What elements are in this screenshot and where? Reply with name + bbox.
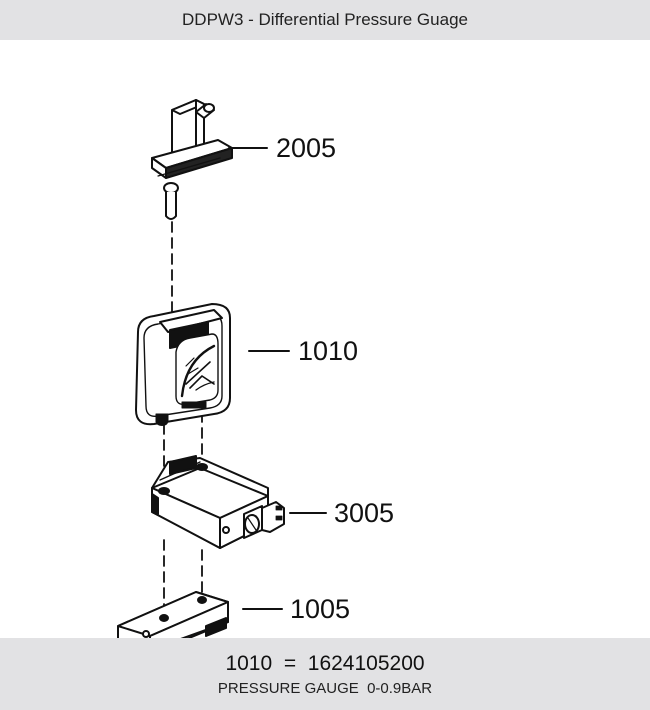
selected-part-description: PRESSURE GAUGE 0-0.9BAR	[217, 680, 433, 697]
part-3005-base-manifold[interactable]	[151, 455, 285, 549]
exploded-view-canvas: 2005 1010 3005 1005	[0, 40, 650, 638]
part-separator: =	[283, 652, 297, 675]
selected-part-ref: 1010	[225, 652, 273, 675]
exploded-view-diagram: 2005 1010 3005 1005	[117, 99, 394, 638]
callout-1010-label[interactable]: 1010	[298, 336, 358, 366]
callout-1005-label[interactable]: 1005	[290, 594, 350, 624]
diagram-title-bar: DDPW3 - Differential Pressure Guage	[0, 0, 650, 40]
part-2005-connector-plug[interactable]	[151, 99, 233, 220]
part-1005-mounting-bracket[interactable]	[117, 591, 229, 638]
part-1010-pressure-gauge[interactable]	[135, 303, 231, 426]
assembly-axis-lines	[163, 221, 203, 626]
selected-part-number: 1624105200	[307, 652, 425, 675]
selected-part-info: 1010 = 1624105200 PRESSURE GAUGE 0-0.9BA…	[0, 638, 650, 710]
callout-3005-label[interactable]: 3005	[334, 498, 394, 528]
selected-part-line: 1010 = 1624105200	[225, 651, 424, 677]
diagram-title: DDPW3 - Differential Pressure Guage	[182, 10, 468, 29]
callout-2005-label[interactable]: 2005	[276, 133, 336, 163]
